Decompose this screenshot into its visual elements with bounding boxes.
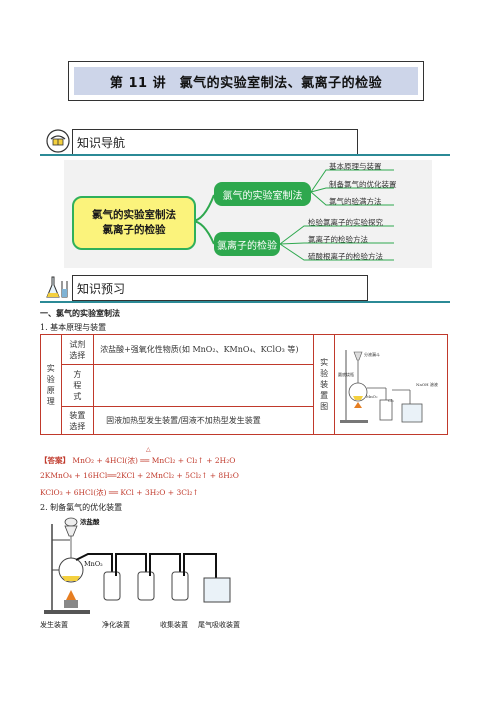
row-content-apparatus: 固液加热型发生装置/固液不加热型发生装置 xyxy=(93,406,315,435)
label-generator: 发生装置 xyxy=(40,621,68,629)
equation-2: 2KMnO₄ + 16HCl══2KCl + 2MnCl₂ + 5Cl₂↑ + … xyxy=(40,471,239,480)
nav-icon xyxy=(45,128,71,154)
branch-chloride-test: 氯离子的检验 xyxy=(214,232,280,256)
preview-divider xyxy=(40,301,450,303)
leaf-optimized: 制备氯气的优化装置 xyxy=(329,180,397,189)
optimized-apparatus: 浓盐酸 MnO₂ 发生装置 净化装置 收集装置 尾气吸收装置 xyxy=(40,514,280,632)
leaf-principle: 基本原理与装置 xyxy=(329,162,382,171)
table-col1-header: 实验原理 xyxy=(40,334,62,435)
mindmap-connectors xyxy=(191,169,394,261)
preview-label: 知识预习 xyxy=(77,281,126,296)
leaf-full-check: 氯气的验满方法 xyxy=(329,197,382,206)
title-box: 第 11 讲 氯气的实验室制法、氯离子的检验 xyxy=(68,61,424,101)
fig-label-flask: 圆底烧瓶 xyxy=(338,371,354,377)
label-collector: 收集装置 xyxy=(160,621,188,629)
equation-1-condition: △ xyxy=(146,446,151,453)
answer-line1: 【答案】 MnO₂ + 4HCl(浓) ══ MnCl₂ + Cl₂↑ + 2H… xyxy=(40,455,235,466)
label-mno2: MnO₂ xyxy=(84,560,103,568)
leaf-explore: 检验氯离子的实验探究 xyxy=(308,218,383,227)
leaf-method: 氯离子的检验方法 xyxy=(308,235,368,244)
principle-table: 实验原理 试剂选择 浓盐酸+强氧化性物质(如 MnO₂、KMnO₄、KClO₃ … xyxy=(40,334,449,435)
answer-tag: 【答案】 xyxy=(40,456,70,465)
flask-icon xyxy=(44,273,72,301)
fig-label-mno2: MnO₂ xyxy=(366,394,378,399)
label-tail-gas: 尾气吸收装置 xyxy=(198,621,240,629)
label-purifier: 净化装置 xyxy=(102,621,130,629)
col3-text: 实验装置图 xyxy=(320,358,329,411)
nav-label: 知识导航 xyxy=(77,135,126,150)
subsection1: 1. 基本原理与装置 xyxy=(40,323,107,332)
preview-heading: 知识预习 xyxy=(72,275,368,301)
col1-text: 实验原理 xyxy=(46,363,55,406)
nav-heading: 知识导航 xyxy=(72,129,358,155)
row-label-reagent: 试剂选择 xyxy=(60,334,95,365)
table-col3-header: 实验装置图 xyxy=(313,334,335,435)
fig-label-funnel: 分液漏斗 xyxy=(364,351,380,357)
page-title: 第 11 讲 氯气的实验室制法、氯离子的检验 xyxy=(74,67,418,95)
branch-chlorine-prep: 氯气的实验室制法 xyxy=(214,182,311,206)
row-label-equation: 方程式 xyxy=(60,364,95,407)
fig-label-naoh: NaOH 溶液 xyxy=(416,381,438,387)
subsection2: 2. 制备氯气的优化装置 xyxy=(40,503,123,512)
mindmap-root: 氯气的实验室制法 氯离子的检验 xyxy=(72,196,196,250)
section1-heading: 一、氯气的实验室制法 xyxy=(40,308,120,318)
root-line2: 氯离子的检验 xyxy=(102,224,166,236)
label-conc-hcl: 浓盐酸 xyxy=(80,517,100,526)
row-content-equation xyxy=(93,364,315,407)
apparatus-figure-cell: 分液漏斗 圆底烧瓶 MnO₂ Cl₂ NaOH 溶液 xyxy=(333,334,449,435)
apparatus-figure: 分液漏斗 圆底烧瓶 MnO₂ Cl₂ NaOH 溶液 xyxy=(338,349,438,423)
fig-label-cl2: Cl₂ xyxy=(388,398,394,403)
apparatus-diagram: 浓盐酸 MnO₂ xyxy=(44,517,231,614)
root-line1: 氯气的实验室制法 xyxy=(92,209,176,221)
mindmap: 氯气的实验室制法 氯离子的检验 氯气的实验室制法 氯离子的检验 基本原理与装置 … xyxy=(64,160,432,268)
leaf-sulfate: 硫酸根离子的检验方法 xyxy=(308,252,383,261)
equation-1: MnO₂ + 4HCl(浓) ══ MnCl₂ + Cl₂↑ + 2H₂O xyxy=(72,456,236,465)
equation-3: KClO₃ + 6HCl(浓) ══ KCl + 3H₂O + 3Cl₂↑ xyxy=(40,488,199,497)
row-content-reagent: 浓盐酸+强氧化性物质(如 MnO₂、KMnO₄、KClO₃ 等) xyxy=(93,334,315,365)
nav-divider xyxy=(40,154,450,156)
row-label-apparatus: 装置选择 xyxy=(60,406,95,435)
